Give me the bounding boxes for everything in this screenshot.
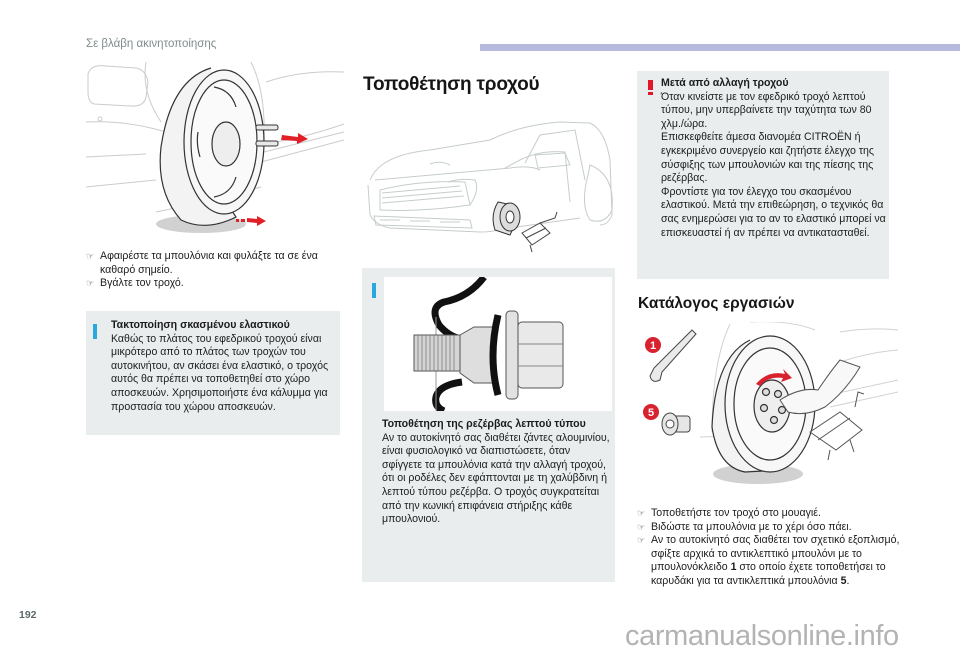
pointing-hand-icon: ☞ <box>637 521 646 532</box>
warning-panel-paragraph: Όταν κινείστε με τον εφεδρικό τροχό λεπτ… <box>661 90 872 130</box>
pointing-hand-icon: ☞ <box>86 278 95 289</box>
warning-panel-paragraph: Φροντίστε για τον έλεγχο του σκασμένου ε… <box>661 185 886 239</box>
info-panel-title: Τοποθέτηση της ρεζέρβας λεπτού τύπου <box>382 418 586 430</box>
watermark-link[interactable]: carmanualsonline.info <box>625 620 899 652</box>
reference-wheel-brace: 1 <box>730 561 737 574</box>
info-panel-title: Τακτοποίηση σκασμένου ελαστικού <box>111 319 290 331</box>
section-title: Σε βλάβη ακινητοποίησης <box>86 38 217 50</box>
info-panel-text: Αν το αυτοκίνητό σας διαθέτει ζάντες αλο… <box>382 431 610 526</box>
step-item: ☞ Αφαιρέστε τα μπουλόνια και φυλάξτε τα … <box>86 250 318 276</box>
fit-wheel-steps: ☞ Τοποθετήστε τον τροχό στο μουαγιέ. ☞ Β… <box>637 507 907 589</box>
warning-panel-paragraph: Επισκεφθείτε άμεσα διανομέα CITROËN ή εγ… <box>661 131 875 185</box>
step-item: ☞ Αν το αυτοκίνητό σας διαθέτει τον σχετ… <box>637 534 900 587</box>
car-on-jack-illustration <box>360 120 618 268</box>
svg-text:1: 1 <box>650 340 656 352</box>
page-number: 192 <box>19 609 37 621</box>
info-panel-thin-spare: Τοποθέτηση της ρεζέρβας λεπτού τύπου Αν … <box>362 268 615 582</box>
tighten-bolts-illustration: 1 5 <box>640 322 900 497</box>
callout-label-5: 5 <box>643 404 659 420</box>
info-icon <box>372 283 376 298</box>
remove-wheel-illustration <box>86 62 344 240</box>
wheel-bolt-illustration <box>384 277 612 411</box>
page-heading-fitting-wheel: Τοποθέτηση τροχού <box>363 74 540 95</box>
step-item: ☞ Βιδώστε τα μπουλόνια με το χέρι όσο πά… <box>637 520 852 533</box>
remove-wheel-steps: ☞ Αφαιρέστε τα μπουλόνια και φυλάξτε τα … <box>86 250 342 291</box>
info-icon <box>93 324 97 339</box>
pointing-hand-icon: ☞ <box>637 508 646 518</box>
svg-text:5: 5 <box>648 407 654 419</box>
warning-icon <box>648 80 653 95</box>
info-panel-flat-tyre-storage: Τακτοποίηση σκασμένου ελαστικού Καθώς το… <box>86 311 340 435</box>
warning-panel-title: Μετά από αλλαγή τροχού <box>661 77 789 89</box>
pointing-hand-icon: ☞ <box>637 535 646 546</box>
warning-panel-after-wheel-change: Μετά από αλλαγή τροχού Όταν κινείστε με … <box>637 71 889 279</box>
pointing-hand-icon: ☞ <box>86 251 95 261</box>
header-accent-bar <box>480 44 960 51</box>
callout-label-1: 1 <box>645 337 661 353</box>
step-item: ☞ Βγάλτε τον τροχό. <box>86 277 184 290</box>
reference-locking-socket: 5 <box>840 574 847 587</box>
checklist-heading: Κατάλογος εργασιών <box>638 295 795 312</box>
info-panel-text: Καθώς το πλάτος του εφεδρικού τροχού είν… <box>111 332 329 413</box>
step-item: ☞ Τοποθετήστε τον τροχό στο μουαγιέ. <box>637 507 821 519</box>
